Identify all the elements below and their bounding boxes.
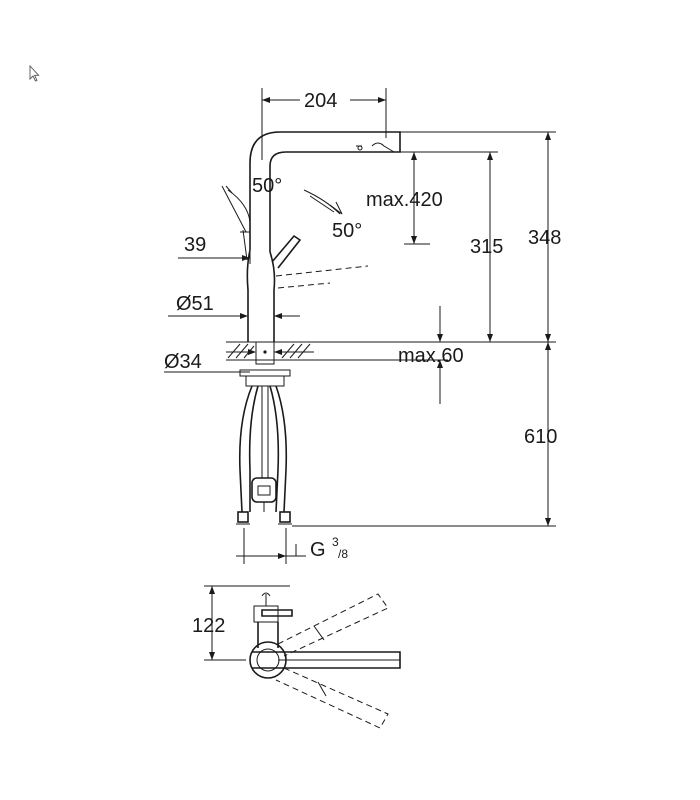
plan-depth-label: 122 — [192, 615, 225, 637]
max-deck-thickness-label: max.60 — [398, 345, 464, 367]
total-height-label: 348 — [528, 227, 561, 249]
mouse-pointer-icon — [29, 64, 40, 82]
swivel-angle-left-label: 50° — [252, 175, 282, 197]
handle-offset-label: 39 — [184, 234, 206, 256]
hose-length-label: 610 — [524, 426, 557, 448]
worktop-section — [226, 341, 556, 387]
thread-numerator-label: 3 — [332, 535, 339, 549]
max-spout-height-label: max.420 — [366, 189, 443, 211]
thread-prefix-label: G — [310, 539, 326, 561]
supply-hoses — [236, 385, 292, 564]
hole-diameter-label: Ø34 — [164, 351, 202, 373]
body-diameter-label: Ø51 — [176, 293, 214, 315]
swivel-angle-right-label: 50° — [332, 220, 362, 242]
thread-denominator-label: /8 — [338, 547, 348, 561]
spout-height-label: 315 — [470, 236, 503, 258]
dimension-lines — [164, 88, 556, 559]
dimension-labels: 204 50° 50° max.420 315 348 39 Ø51 Ø34 m… — [164, 90, 561, 637]
plan-view — [204, 585, 401, 729]
spout-reach-label: 204 — [304, 90, 337, 112]
faucet-elevation — [221, 131, 401, 342]
